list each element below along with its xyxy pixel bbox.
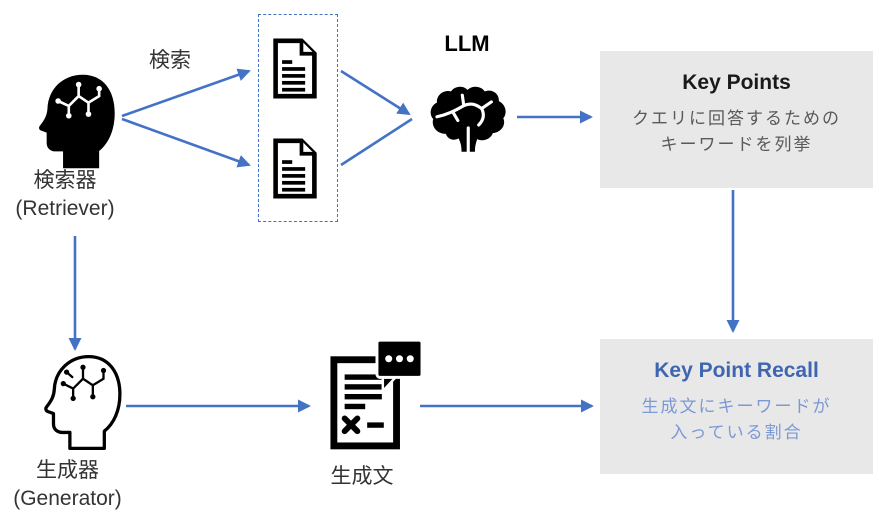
key-points-description: クエリに回答するための キーワードを列挙 — [600, 106, 873, 158]
key-point-recall-panel: Key Point Recall 生成文にキーワードが 入っている割合 — [600, 339, 873, 474]
brain-icon — [428, 84, 510, 157]
retriever-label-en: (Retriever) — [15, 197, 115, 220]
ai-head-outline-icon — [42, 354, 124, 451]
document-icon — [271, 135, 319, 202]
arrow-doc2-to-llm — [340, 117, 413, 167]
key-points-description-line2: キーワードを列挙 — [660, 135, 813, 154]
key-point-recall-description-line2: 入っている割合 — [670, 423, 803, 442]
generator-label-en: (Generator) — [13, 487, 122, 510]
retriever-label: 検索器 (Retriever) — [0, 167, 130, 223]
generator-label: 生成器 (Generator) — [0, 457, 135, 513]
arrow-doc1-to-llm — [340, 69, 411, 116]
key-points-panel: Key Points クエリに回答するための キーワードを列挙 — [600, 51, 873, 188]
key-points-title: Key Points — [682, 71, 791, 94]
key-point-recall-description: 生成文にキーワードが 入っている割合 — [600, 394, 873, 446]
key-point-recall-description-line1: 生成文にキーワードが — [641, 397, 832, 416]
arrow-retriever-to-doc2 — [121, 117, 251, 168]
arrow-retriever-to-doc1 — [121, 68, 251, 118]
retriever-label-ja: 検索器 — [33, 169, 97, 192]
document-icon — [271, 35, 319, 102]
document-comment-icon — [328, 337, 422, 451]
search-arrow-label: 検索 — [149, 49, 191, 72]
retrieved-docs-group-box — [258, 14, 338, 222]
generated-text-label: 生成文 — [330, 465, 394, 488]
llm-label: LLM — [444, 31, 490, 56]
key-points-description-line1: クエリに回答するための — [632, 109, 841, 128]
ai-head-filled-icon — [36, 73, 118, 170]
generator-label-ja: 生成器 — [36, 459, 99, 482]
key-point-recall-title: Key Point Recall — [654, 359, 819, 382]
